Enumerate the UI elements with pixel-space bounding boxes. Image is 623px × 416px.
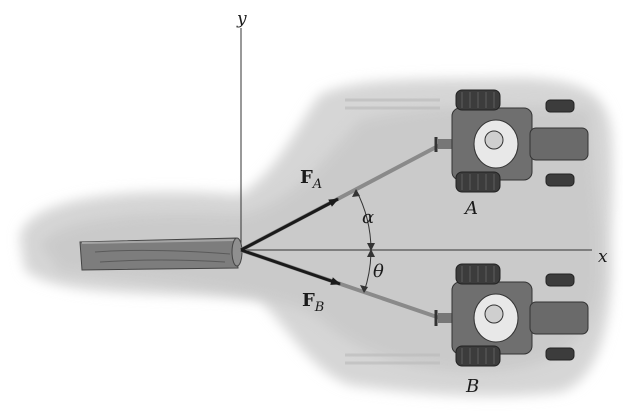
- y-axis-label: y: [236, 9, 247, 29]
- tractor-b: [434, 263, 589, 367]
- angle-arc-arrows: [352, 189, 375, 293]
- force-b-label: FB: [302, 290, 324, 315]
- log: [79, 237, 243, 271]
- x-axis-label: x: [598, 247, 608, 267]
- tractor-a-label: A: [463, 198, 478, 219]
- alpha-label: α: [362, 207, 374, 228]
- force-a-arrow: [240, 197, 339, 252]
- tractor-a: [434, 89, 589, 193]
- theta-label: θ: [373, 261, 384, 282]
- force-a-label: FA: [300, 167, 322, 192]
- tire-tracks: [345, 98, 440, 365]
- force-b-arrow: [240, 248, 341, 286]
- tractor-b-label: B: [465, 376, 479, 397]
